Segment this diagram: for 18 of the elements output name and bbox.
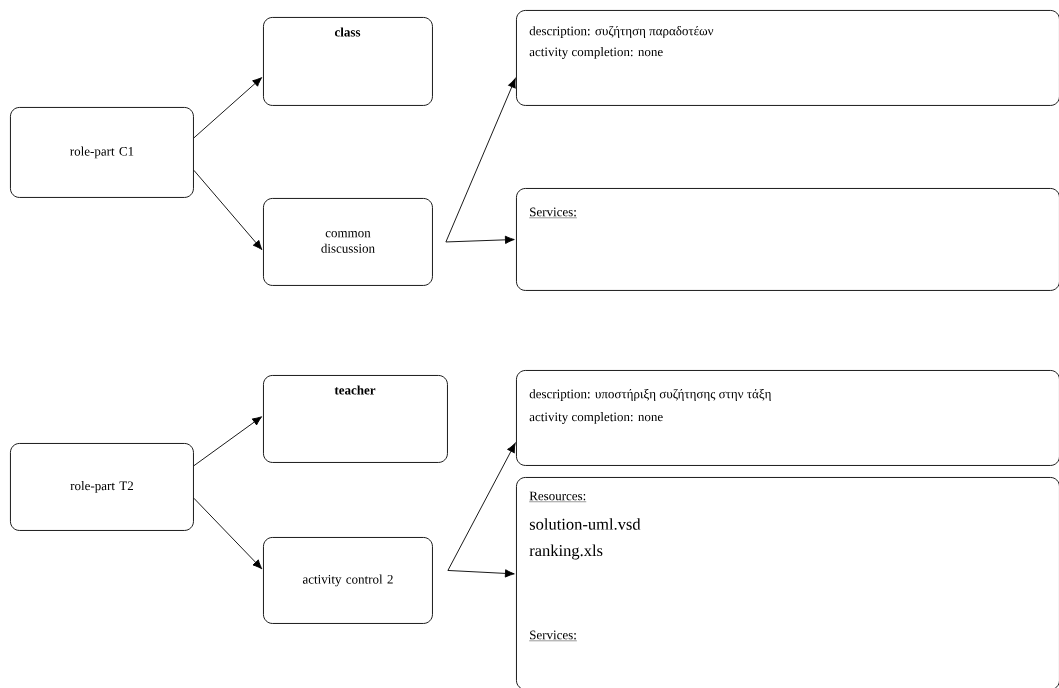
info-box: Resources: solution-uml.vsd ranking.xls Services: [516,477,1059,688]
info-box: description: υποστήριξη συζήτησης στην τάξη activity completion: none [516,370,1059,466]
process-box: common discussion [263,198,433,286]
arrow [193,416,263,467]
arrow [193,497,263,570]
process-box: activity control 2 [263,537,433,624]
info-box: description: συζήτηση παραδοτέων activity completion: none [516,10,1059,106]
arrow [447,442,516,571]
arrow [445,235,515,244]
arrow [193,169,263,251]
arrow [447,569,515,578]
process-box: role-part T2 [10,443,194,531]
role-box: class [263,17,433,106]
arrow [445,78,516,243]
process-box: role-part C1 [10,107,194,198]
info-box: Services: [516,188,1059,291]
role-box: teacher [263,375,448,463]
arrow [193,77,263,139]
